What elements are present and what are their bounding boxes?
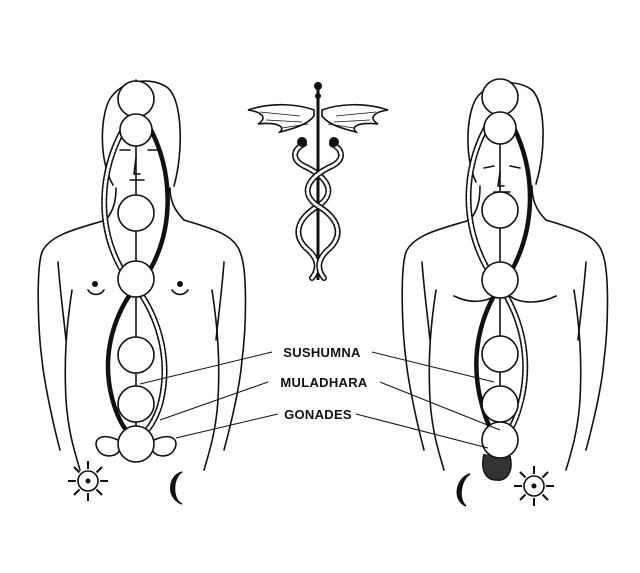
left-chakra-brow <box>119 113 153 147</box>
right-chakra-sacral <box>481 385 519 423</box>
sun-icon <box>514 466 554 506</box>
left-chakra-crown <box>117 80 155 118</box>
caduceus-icon <box>247 82 389 281</box>
left-figure-left-arm <box>37 219 107 451</box>
right-figure <box>401 78 609 507</box>
right-chakra-crown <box>481 78 519 116</box>
crescent-moon-icon <box>456 473 471 507</box>
gonades-leader-left <box>175 413 279 439</box>
right-chakra-heart <box>481 261 519 299</box>
left-chakra-sacral <box>117 385 155 423</box>
leader-lines <box>139 351 501 449</box>
sun-icon <box>68 461 108 501</box>
sushumna-leader-left <box>139 351 273 385</box>
left-figure-right-arm <box>183 219 247 451</box>
left-nipple <box>92 281 98 287</box>
muladhara-leader-left <box>159 381 269 421</box>
right-ida-channel <box>474 121 533 445</box>
left-gonad-loop-b <box>151 435 177 457</box>
right-nipple <box>177 281 183 287</box>
right-gonads <box>482 453 512 481</box>
right-chakra-brow <box>483 111 517 145</box>
label-sushumna: SUSHUMNA <box>283 345 361 360</box>
right-face-eyes <box>483 165 521 169</box>
sushumna-leader-right <box>371 351 495 383</box>
left-ida-channel <box>105 125 170 451</box>
left-chakra-solar <box>117 336 155 374</box>
right-figure-right-arm <box>545 219 609 451</box>
gonades-leader-right <box>355 413 489 449</box>
label-gonades: GONADES <box>284 407 352 422</box>
left-chakra-root <box>117 425 155 463</box>
left-gonad-loop-a <box>95 435 121 457</box>
right-chakra-root <box>481 421 519 459</box>
left-head-outline <box>101 80 181 187</box>
left-chakra-throat <box>117 194 155 232</box>
label-muladhara: MULADHARA <box>280 375 367 390</box>
right-chakra-solar <box>481 335 519 373</box>
right-chakra-throat <box>481 191 519 229</box>
crescent-moon-icon <box>170 471 183 505</box>
left-figure <box>37 79 247 505</box>
left-chakra-heart <box>117 260 155 298</box>
muladhara-leader-right <box>379 381 501 431</box>
right-figure-left-arm <box>401 219 471 451</box>
